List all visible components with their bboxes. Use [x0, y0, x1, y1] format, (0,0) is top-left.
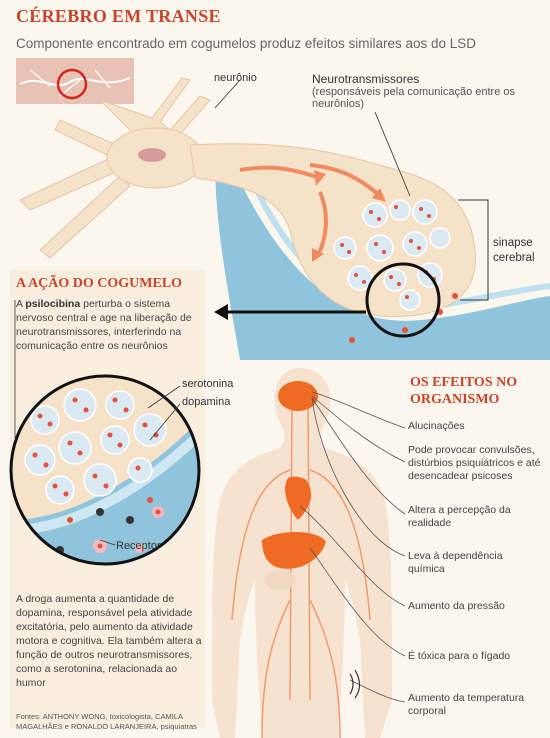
effect-item: Leva à dependência química [408, 550, 503, 575]
sources: Fontes: ANTHONY WONG, toxicologista, CAM… [16, 712, 197, 731]
brain [278, 381, 318, 411]
effect-item: Aumento da temperatura corporal [408, 692, 525, 717]
label-serotonin: serotonina [182, 378, 234, 390]
effect-item: Pode provocar convulsões, distúrbios psi… [408, 444, 541, 482]
vesicles-synapse [333, 199, 451, 311]
magnified-view [9, 374, 201, 566]
label-neurotransmitters-note: (responsáveis pela comunicação entre os … [312, 86, 516, 110]
neuron-thumbnail [16, 58, 134, 104]
effect-item: Altera a percepção da realidade [408, 504, 511, 529]
effects-heading: OS EFEITOS NO ORGANISMO [410, 375, 518, 407]
effect-item: É tóxica para o fígado [408, 650, 511, 662]
label-neuron: neurônio [214, 72, 257, 84]
human-body [212, 368, 392, 738]
action-term: psilocibina [25, 298, 81, 310]
effect-pointers [299, 391, 406, 703]
neuron-nucleus [138, 148, 166, 162]
action-body: perturba o sistema nervoso central e age… [16, 298, 192, 352]
label-receptor: Receptor [116, 540, 161, 552]
effect-item: Alucinações [408, 420, 465, 432]
label-dopamine: dopamina [182, 396, 231, 408]
page-title: CÉREBRO EM TRANSE [16, 6, 221, 26]
page-subtitle: Componente encontrado em cogumelos produ… [16, 36, 477, 51]
liver [262, 531, 326, 569]
action-prefix: A [16, 298, 26, 310]
action-heading: A AÇÃO DO COGUMELO [16, 276, 183, 291]
neurotransmitter-dots-synapse [340, 205, 458, 343]
magnifier-circle [365, 262, 441, 338]
synapse-membrane [215, 160, 550, 360]
signal-arrows [239, 163, 382, 256]
drug-effect-text: A droga aumenta a quantidade de dopamina… [16, 593, 202, 689]
action-text: A psilocibina perturba o sistema nervoso… [16, 297, 202, 353]
effect-item: Aumento da pressão [408, 600, 505, 612]
label-neurotransmitters: Neurotransmissores [312, 72, 420, 86]
label-synapse: sinapse cerebral [493, 237, 535, 264]
synapse-bracket [458, 199, 489, 301]
heart [285, 476, 312, 520]
